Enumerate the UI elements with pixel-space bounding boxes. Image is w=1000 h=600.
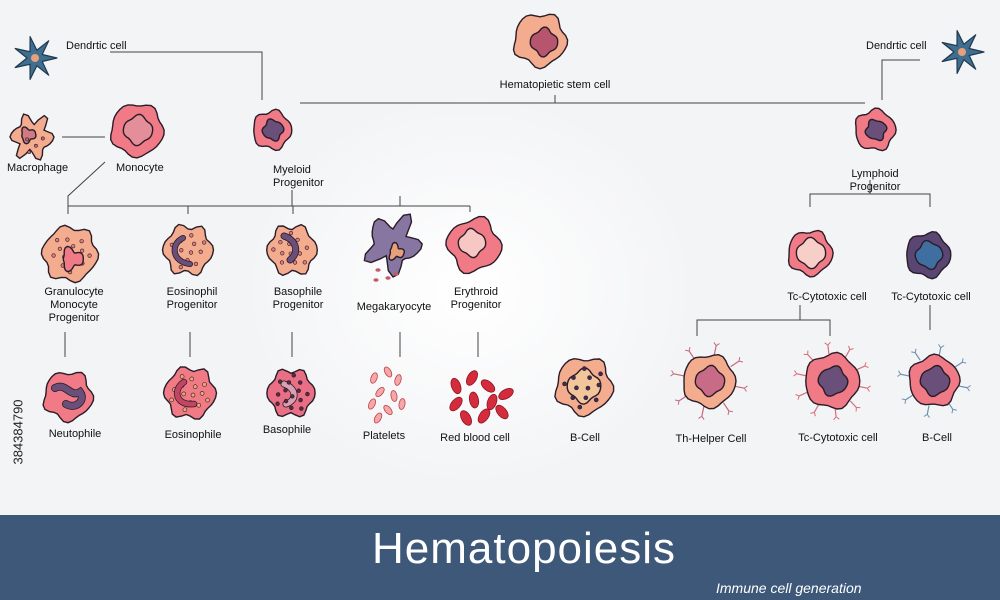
basophile-progenitor <box>265 223 319 277</box>
eosinophil-progenitor <box>161 223 215 277</box>
label-granulocyte: Granulocyte Monocyte Progenitor <box>44 286 104 324</box>
red-blood-cells <box>449 370 514 426</box>
label-dendritic-right: Dendrtic cell <box>866 40 927 52</box>
stock-id-watermark: 384384790 <box>8 352 28 512</box>
footer-banner <box>0 515 1000 600</box>
label-platelets: Platelets <box>362 430 406 442</box>
label-myeloid: Myeloid Progenitor <box>273 164 324 189</box>
label-macrophage: Macrophage <box>7 162 69 174</box>
page-subtitle: Immune cell generation <box>716 580 862 596</box>
label-monocyte: Monocyte <box>116 162 164 174</box>
myeloid-progenitor <box>253 108 293 152</box>
label-dendritic-left: Dendrtic cell <box>66 40 127 52</box>
label-b-cell-1: B-Cell <box>570 432 600 444</box>
basophile <box>266 368 316 418</box>
stem-cell <box>512 13 569 70</box>
macrophage <box>9 113 55 161</box>
monocyte <box>109 104 165 159</box>
label-tc-cytotoxic-1: Tc-Cytotoxic cell <box>787 291 867 303</box>
tc-cytotoxic-cell-3 <box>793 341 871 421</box>
platelets <box>368 366 406 424</box>
label-megakaryocyte: Megakaryocyte <box>356 301 432 313</box>
label-eosinophil-progenitor: Eosinophil Progenitor <box>166 286 218 311</box>
neutrophile <box>42 371 95 424</box>
granulocyte-progenitor <box>40 224 100 284</box>
b-cell-2 <box>897 344 971 418</box>
label-basophile-progenitor: Basophile Progenitor <box>272 286 324 311</box>
tc-cytotoxic-cell-1 <box>787 229 834 278</box>
cells <box>9 13 985 426</box>
diagram-artwork <box>9 13 985 490</box>
label-neutrophile: Neutophile <box>48 428 102 440</box>
label-b-cell-2: B-Cell <box>922 432 952 444</box>
page-title: Hematopoiesis <box>372 524 677 573</box>
dendritic-cell-right <box>941 30 985 74</box>
label-lymphoid: Lymphoid Progenitor <box>849 168 901 193</box>
erythroid-progenitor <box>445 215 503 275</box>
label-tc-cytotoxic-3: Tc-Cytotoxic cell <box>798 432 878 444</box>
label-red-blood-cell: Red blood cell <box>440 432 510 444</box>
label-th-helper: Th-Helper Cell <box>675 433 747 445</box>
dendritic-cell-left <box>14 36 58 80</box>
connector-lines <box>62 51 931 357</box>
eosinophile <box>162 366 218 420</box>
th-helper-cell <box>670 342 748 420</box>
tc-cytotoxic-cell-2 <box>906 230 952 280</box>
label-erythroid: Erythroid Progenitor <box>450 286 502 311</box>
label-basophile: Basophile <box>262 424 312 436</box>
b-cell-1 <box>554 357 615 418</box>
label-stem-cell: Hematopietic stem cell <box>499 79 611 91</box>
megakaryocyte <box>363 213 423 282</box>
label-eosinophile: Eosinophile <box>164 429 222 441</box>
label-tc-cytotoxic-2: Tc-Cytotoxic cell <box>891 291 971 303</box>
lymphoid-progenitor <box>854 107 897 152</box>
stock-id-text: 384384790 <box>10 399 26 465</box>
